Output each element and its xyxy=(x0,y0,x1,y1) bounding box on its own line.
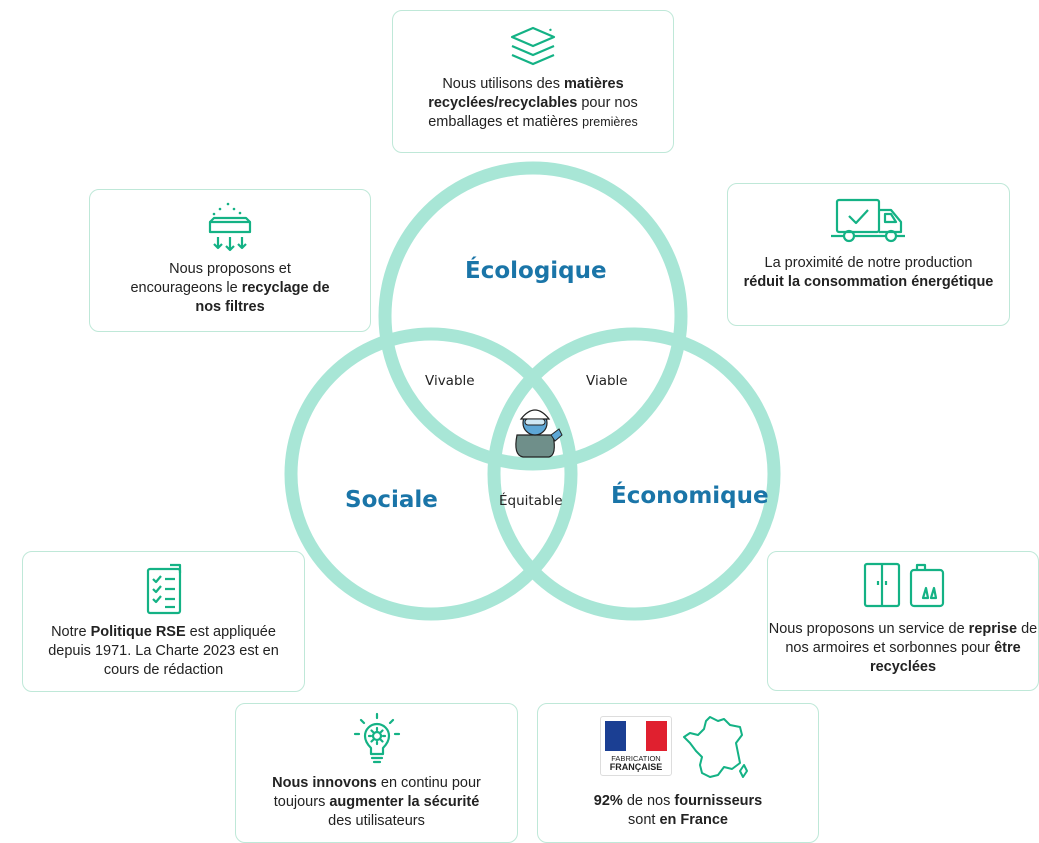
venn-title-sociale: Sociale xyxy=(345,487,438,513)
card-takeback-service-text: Nous proposons un service de reprise de … xyxy=(768,621,1038,675)
card-filter-recycling-text: Nous proposons et encourageons le recycl… xyxy=(130,261,330,315)
venn-circle-economique xyxy=(487,327,781,621)
card-suppliers: 92% de nos fournisseurs sont en France xyxy=(537,703,819,843)
lightbulb-gear-icon xyxy=(353,712,400,764)
filter-recycle-icon xyxy=(208,202,252,252)
card-innovation: Nous innovons en continu pour toujours a… xyxy=(235,703,518,843)
card-innovation-text: Nous innovons en continu pour toujours a… xyxy=(272,775,481,829)
card-filter-recycling: Nous proposons et encourageons le recycl… xyxy=(89,189,371,332)
card-recycled-materials: Nous utilisons des matières recyclées/re… xyxy=(392,10,674,153)
cabinet-icon xyxy=(863,562,945,608)
card-takeback-service: Nous proposons un service de reprise de … xyxy=(767,551,1039,691)
card-rse-policy-text: Notre Politique RSE est appliquée depuis… xyxy=(48,624,279,678)
mascot-icon xyxy=(515,409,563,458)
venn-circle-sociale xyxy=(284,327,578,621)
venn-label-equitable: Équitable xyxy=(499,493,563,509)
card-recycled-materials-text: Nous utilisons des matières recyclées/re… xyxy=(428,76,638,130)
flag-caption-line1: FABRICATION xyxy=(611,754,661,763)
venn-label-vivable: Vivable xyxy=(425,373,475,389)
venn-label-viable: Viable xyxy=(586,373,628,389)
checklist-document-icon xyxy=(146,563,181,615)
card-production-proximity: La proximité de notre production réduit … xyxy=(727,183,1010,326)
card-production-proximity-text: La proximité de notre production réduit … xyxy=(743,255,994,290)
flag-caption-line2: FRANÇAISE xyxy=(609,762,663,772)
france-map-icon xyxy=(683,716,748,778)
layers-icon xyxy=(510,26,556,66)
venn-title-economique: Économique xyxy=(611,483,769,509)
card-suppliers-text: 92% de nos fournisseurs sont en France xyxy=(593,793,763,828)
delivery-truck-icon xyxy=(830,198,905,243)
card-rse-policy: Notre Politique RSE est appliquée depuis… xyxy=(22,551,305,692)
fabrication-francaise-flag: FABRICATION FRANÇAISE xyxy=(600,716,672,776)
venn-title-ecologique: Écologique xyxy=(465,258,607,284)
venn-circle-ecologique xyxy=(378,161,688,471)
